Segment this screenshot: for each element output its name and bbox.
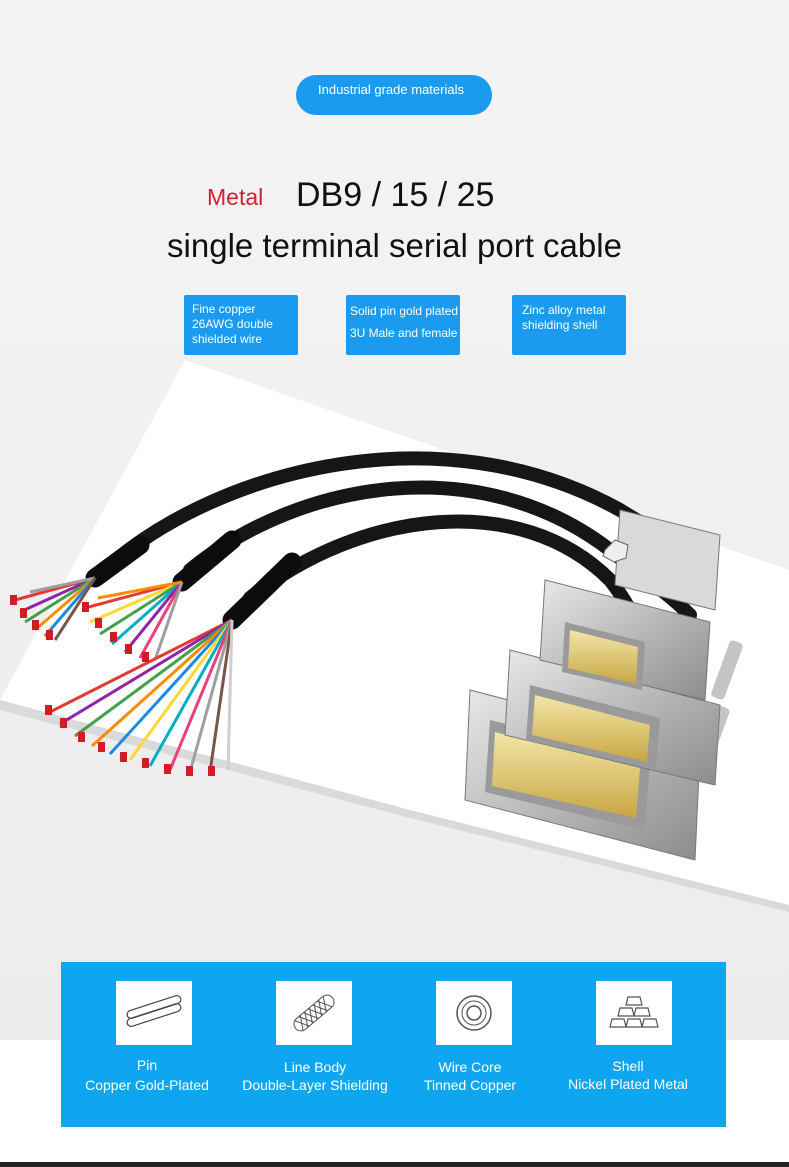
db9-connector (539, 509, 721, 701)
product-title: Metal DB9 / 15 / 25 (0, 176, 789, 220)
spec-item-wire-core: Wire Core Tinned Copper (390, 962, 550, 1127)
feature-line: 3U Male and female (350, 326, 458, 340)
spec-item-shell: Shell Nickel Plated Metal (548, 962, 708, 1127)
heat-shrink-sleeves (85, 530, 302, 630)
title-models: DB9 / 15 / 25 (296, 176, 495, 214)
wire-core-icon (436, 981, 512, 1045)
spec-detail: Double-Layer Shielding (242, 1077, 388, 1093)
bottom-border (0, 1162, 789, 1167)
feature-line: Zinc alloy metal (522, 303, 606, 317)
braided-cable-icon (276, 981, 352, 1045)
feature-line: Solid pin gold plated (350, 304, 459, 318)
ferrule-tips (10, 595, 215, 776)
db15-connector (504, 640, 743, 786)
feature-line: shielded wire (192, 332, 263, 346)
spec-detail: Nickel Plated Metal (568, 1076, 688, 1092)
feature-line: shielding shell (522, 318, 598, 332)
wire-fan-1 (14, 576, 97, 641)
feature-box-wire: Fine copper 26AWG double shielded wire (184, 295, 298, 355)
industrial-grade-badge: Industrial grade materials (296, 75, 492, 115)
spec-name: Line Body (283, 1059, 347, 1075)
spec-name: Shell (612, 1058, 644, 1074)
title-metal: Metal (207, 184, 264, 210)
metal-bars-icon (596, 981, 672, 1045)
spec-panel: Pin Copper Gold-Plated Line Body Double-… (61, 962, 726, 1127)
platform-edge (0, 700, 789, 912)
product-subtitle: single terminal serial port cable (167, 227, 622, 264)
wire-fan-2 (84, 580, 184, 661)
wire-fan-3 (49, 618, 234, 773)
spec-name: Pin (136, 1057, 158, 1073)
feature-line: 26AWG double (192, 317, 273, 331)
badge-label: Industrial grade materials (318, 82, 464, 97)
product-image (0, 360, 789, 912)
spec-name: Wire Core (438, 1059, 502, 1075)
spec-item-pin: Pin Copper Gold-Plated (67, 962, 227, 1127)
feature-box-shell: Zinc alloy metal shielding shell (512, 295, 626, 355)
spec-detail: Copper Gold-Plated (85, 1077, 209, 1093)
spec-detail: Tinned Copper (423, 1077, 517, 1093)
feature-line: Fine copper (192, 302, 256, 316)
pin-icon (116, 981, 192, 1045)
feature-box-pins: Solid pin gold plated 3U Male and female (346, 295, 460, 355)
spec-item-line-body: Line Body Double-Layer Shielding (235, 962, 395, 1127)
